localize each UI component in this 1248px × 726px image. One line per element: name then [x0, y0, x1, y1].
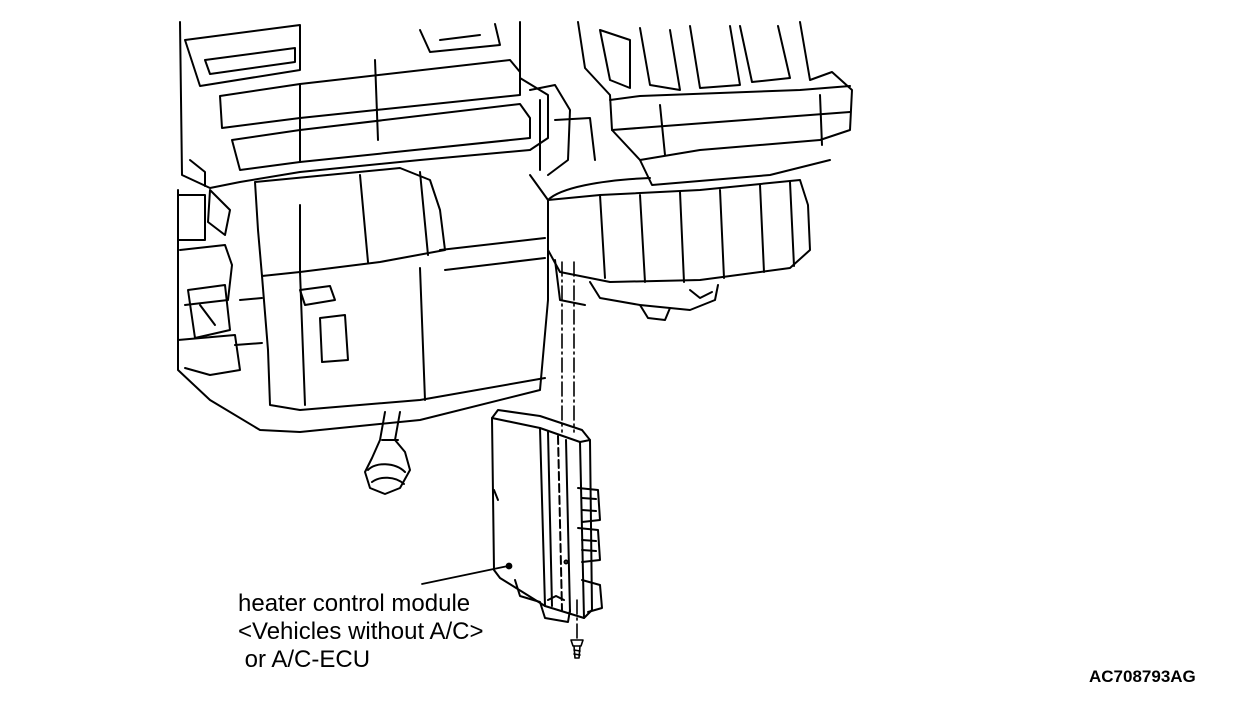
heater-control-module-label: heater control module <Vehicles without …	[238, 590, 483, 674]
figure-id: AC708793AG	[1089, 667, 1196, 686]
heater-unit-case	[177, 21, 549, 495]
callout-line-3: or A/C-ECU	[238, 646, 371, 673]
heater-control-module	[491, 409, 603, 623]
blower-assembly	[529, 21, 853, 321]
callout-line-1: heater control module	[238, 590, 471, 617]
callout-leader-line	[421, 562, 513, 585]
mounting-screw	[570, 639, 584, 659]
mounting-guide-lines	[561, 261, 578, 639]
callout-line-2: <Vehicles without A/C>	[238, 618, 484, 645]
